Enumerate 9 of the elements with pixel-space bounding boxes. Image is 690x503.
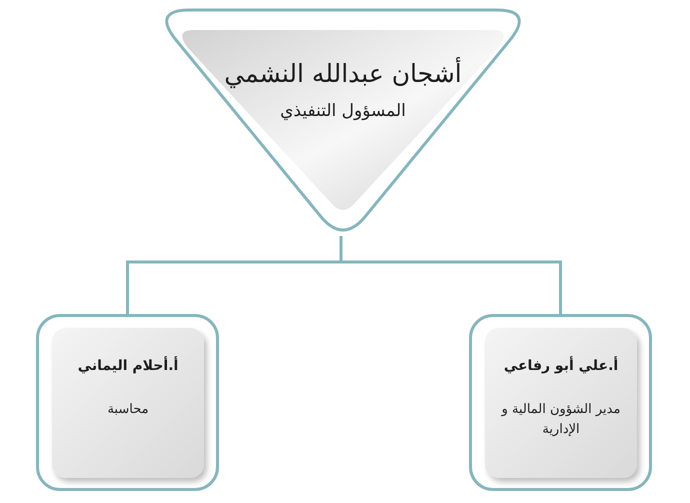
job-title: مدير الشؤون المالية و الإدارية	[500, 400, 622, 440]
person-name: أ.أحلام اليماني	[78, 358, 178, 376]
profile-card	[36, 314, 219, 491]
person-name: أ.علي أبو رفاعي	[504, 358, 618, 376]
connector-line	[340, 236, 562, 314]
person-name: أشجان عبدالله النشمي	[224, 58, 462, 90]
job-title: محاسبة	[106, 400, 150, 418]
job-title: المسؤول التنفيذي	[280, 101, 406, 122]
profile-card	[469, 314, 652, 491]
